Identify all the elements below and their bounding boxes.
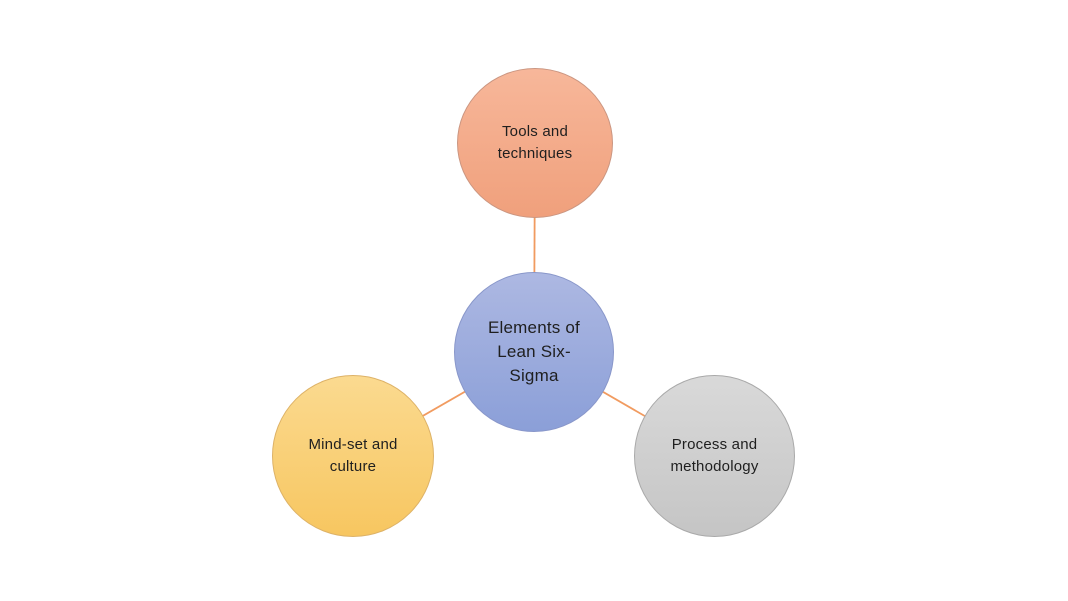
node-process-and-methodology-label: Process and methodology [670,435,759,476]
node-elements-of-lean-six-sigma[interactable]: Elements of Lean Six-Sigma [454,272,614,432]
node-tools-and-techniques-label: Tools and techniques [497,122,573,163]
node-process-and-methodology[interactable]: Process and methodology [634,375,795,537]
node-mind-set-and-culture[interactable]: Mind-set and culture [272,375,434,537]
node-elements-of-lean-six-sigma-label: Elements of Lean Six-Sigma [488,317,580,386]
node-tools-and-techniques[interactable]: Tools and techniques [457,68,613,218]
node-mind-set-and-culture-label: Mind-set and culture [308,435,398,476]
